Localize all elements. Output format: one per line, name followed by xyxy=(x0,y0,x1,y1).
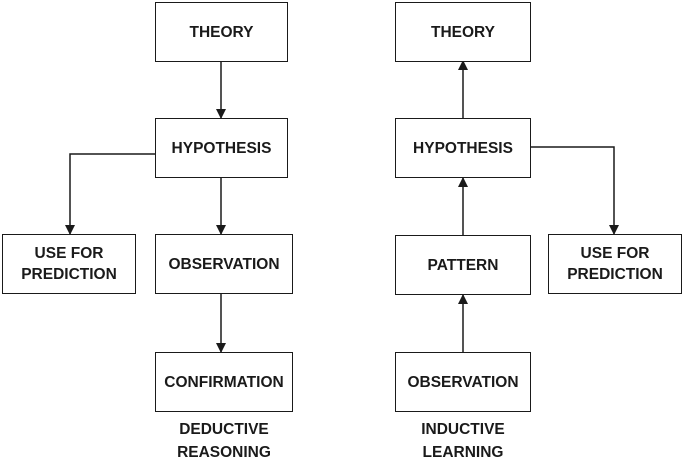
arrow-hypothesis-to-prediction-inductive xyxy=(530,146,619,235)
inductive-caption: INDUCTIVE LEARNING xyxy=(421,421,505,461)
inductive-prediction-box: USE FOR PREDICTION xyxy=(548,234,682,294)
arrow-hypothesis-to-prediction-deductive xyxy=(65,153,155,235)
deductive-confirmation-box: CONFIRMATION xyxy=(155,352,293,412)
inductive-theory-box: THEORY xyxy=(395,2,531,62)
inductive-pattern-box: PATTERN xyxy=(395,235,531,295)
deductive-caption: DEDUCTIVE REASONING xyxy=(177,421,271,461)
inductive-hypothesis-box: HYPOTHESIS xyxy=(395,118,531,178)
deductive-prediction-box: USE FOR PREDICTION xyxy=(2,234,136,294)
inductive-observation-box: OBSERVATION xyxy=(395,352,531,412)
deductive-observation-box: OBSERVATION xyxy=(155,234,293,294)
deductive-theory-box: THEORY xyxy=(155,2,288,62)
deductive-hypothesis-box: HYPOTHESIS xyxy=(155,118,288,178)
